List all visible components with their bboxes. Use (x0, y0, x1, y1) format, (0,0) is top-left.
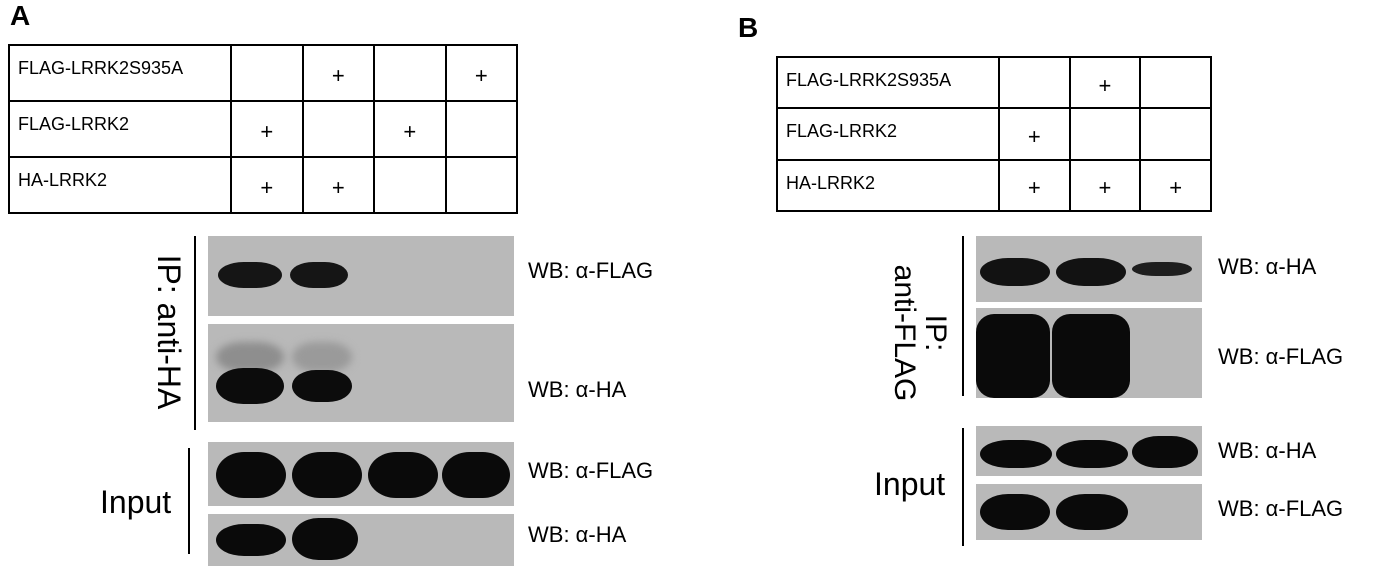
ip-label-line: anti-FLAG (888, 264, 921, 402)
band (292, 452, 362, 498)
table-cell: + (1068, 158, 1142, 213)
table-cell (230, 44, 304, 102)
band (216, 452, 286, 498)
band (1056, 494, 1128, 530)
table-cell (998, 55, 1071, 110)
band (980, 440, 1052, 468)
ip-bracket-line (194, 236, 196, 430)
wb-label: WB: α-FLAG (528, 258, 654, 283)
band (980, 494, 1050, 530)
wb-label: WB: α-HA (1218, 438, 1317, 463)
band (980, 258, 1050, 286)
band (216, 368, 284, 404)
input-bracket-line (962, 428, 964, 546)
blot-input-ha-a (208, 514, 514, 566)
condition-table-a: FLAG-LRRK2S935A + + FLAG-LRRK2 + + HA-LR… (8, 44, 518, 214)
row-label: FLAG-LRRK2 (8, 100, 232, 158)
wb-label: WB: α-HA (1218, 254, 1317, 279)
wb-label: WB: α-FLAG (1218, 344, 1344, 369)
blot-input-flag-b (976, 484, 1202, 540)
table-cell: + (444, 44, 518, 102)
panel-letter-b: B (738, 12, 759, 43)
row-label: FLAG-LRRK2 (776, 107, 1000, 161)
table-cell (373, 44, 447, 102)
table-cell: + (373, 100, 447, 158)
panel-letter-a: A (10, 0, 31, 31)
band (442, 452, 510, 498)
ip-label: IP: anti-FLAG (885, 253, 952, 413)
table-cell: + (230, 156, 304, 214)
band (1056, 258, 1126, 286)
table-cell (1139, 107, 1212, 161)
table-cell: + (1068, 55, 1142, 110)
band-smear (216, 342, 284, 372)
band (218, 262, 282, 288)
table-row: FLAG-LRRK2 + (776, 107, 1212, 161)
table-cell (1068, 107, 1142, 161)
wb-label: WB: α-HA (528, 377, 627, 402)
row-label: HA-LRRK2 (8, 156, 232, 214)
table-cell: + (301, 44, 375, 102)
wb-label: WB: α-HA (528, 522, 627, 547)
table-cell: + (998, 158, 1071, 213)
blot-ip-flag-a (208, 236, 514, 316)
input-label: Input (874, 466, 946, 502)
input-label: Input (100, 484, 172, 520)
band-smear (292, 342, 352, 372)
wb-label: WB: α-FLAG (528, 458, 654, 483)
table-cell: + (998, 107, 1071, 161)
blot-input-flag-a (208, 442, 514, 506)
table-row: HA-LRRK2 + + + (776, 158, 1212, 213)
band (290, 262, 348, 288)
band (976, 314, 1050, 398)
blot-input-ha-b (976, 426, 1202, 476)
input-bracket-line (188, 448, 190, 554)
row-label: HA-LRRK2 (776, 158, 1000, 213)
band (216, 524, 286, 556)
table-row: FLAG-LRRK2S935A + (776, 55, 1212, 110)
table-cell (301, 100, 375, 158)
band (292, 518, 358, 560)
ip-label: IP: anti-HA (151, 254, 187, 410)
table-cell (444, 156, 518, 214)
blot-ip-flag-b (976, 308, 1202, 398)
band (1056, 440, 1128, 468)
table-cell: + (230, 100, 304, 158)
blot-ip-ha-b (976, 236, 1202, 302)
blot-ip-ha-a (208, 324, 514, 422)
wb-label: WB: α-FLAG (1218, 496, 1344, 521)
band (368, 452, 438, 498)
ip-bracket-line (962, 236, 964, 396)
condition-table-b: FLAG-LRRK2S935A + FLAG-LRRK2 + HA-LRRK2 … (776, 55, 1212, 213)
row-label: FLAG-LRRK2S935A (776, 55, 1000, 110)
ip-label-line: IP: (919, 314, 952, 352)
table-row: FLAG-LRRK2S935A + + (8, 44, 518, 102)
table-row: FLAG-LRRK2 + + (8, 100, 518, 158)
band (1132, 436, 1198, 468)
table-cell (373, 156, 447, 214)
band (292, 370, 352, 402)
table-row: HA-LRRK2 + + (8, 156, 518, 214)
band (1132, 262, 1192, 276)
table-cell (444, 100, 518, 158)
band (1052, 314, 1130, 398)
table-cell: + (301, 156, 375, 214)
table-cell: + (1139, 158, 1212, 213)
table-cell (1139, 55, 1212, 110)
row-label: FLAG-LRRK2S935A (8, 44, 232, 102)
